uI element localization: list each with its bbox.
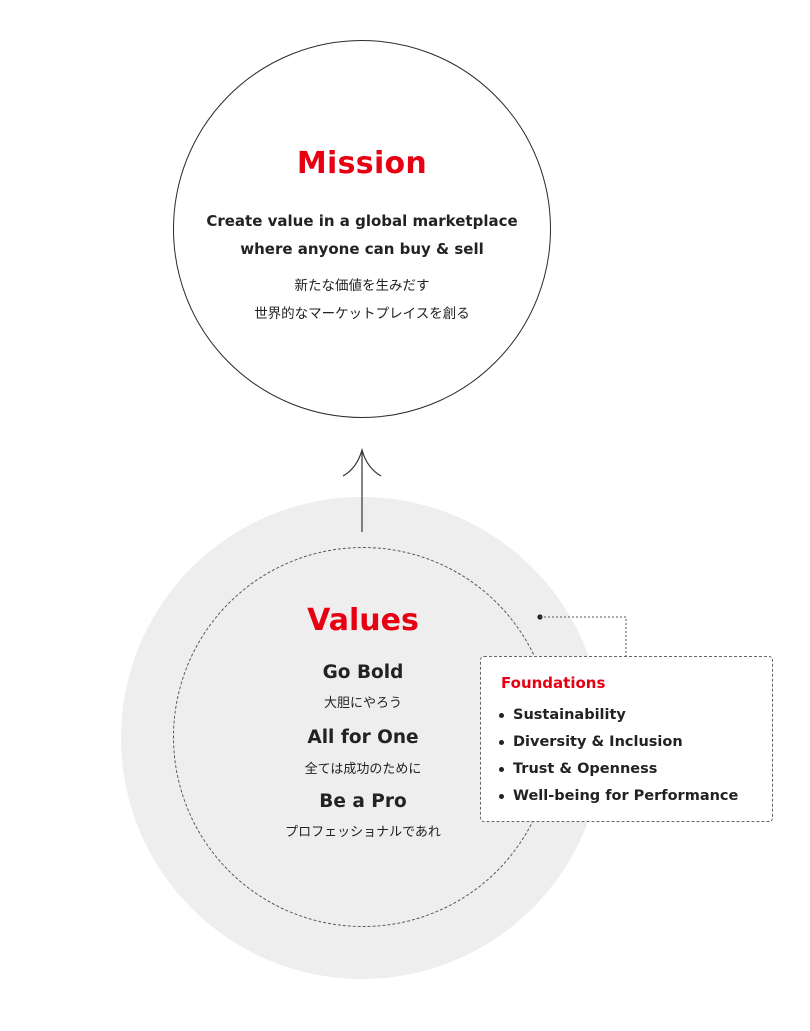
value-be-a-pro-ja: プロフェッショナルであれ — [285, 825, 441, 840]
mission-statement-ja: 新たな価値を生みだす 世界的なマーケットプレイスを創る — [173, 272, 551, 328]
bullet-icon — [499, 713, 504, 718]
list-item: Sustainability — [499, 702, 738, 729]
list-item: Trust & Openness — [499, 756, 738, 783]
up-arrow-icon — [342, 447, 382, 532]
mission-statement-en: Create value in a global marketplace whe… — [173, 207, 551, 263]
foundations-connector — [537, 614, 627, 656]
values-title: Values — [307, 603, 419, 638]
value-go-bold-ja: 大胆にやろう — [323, 696, 402, 711]
value-be-a-pro-en: Be a Pro — [319, 791, 407, 812]
list-item: Well-being for Performance — [499, 783, 738, 810]
foundations-title: Foundations — [501, 674, 606, 692]
mission-ja-line-2: 世界的なマーケットプレイスを創る — [254, 306, 470, 322]
bullet-icon — [499, 740, 504, 745]
foundation-diversity-inclusion: Diversity & Inclusion — [513, 734, 683, 750]
mission-circle — [173, 40, 551, 418]
foundation-sustainability: Sustainability — [513, 707, 626, 723]
value-all-for-one-en: All for One — [307, 727, 419, 748]
list-item: Diversity & Inclusion — [499, 729, 738, 756]
bullet-icon — [499, 794, 504, 799]
foundation-well-being: Well-being for Performance — [513, 788, 739, 804]
bullet-icon — [499, 767, 504, 772]
mission-title: Mission — [296, 146, 428, 181]
value-all-for-one-ja: 全ては成功のために — [304, 762, 422, 777]
foundations-list: Sustainability Diversity & Inclusion Tru… — [499, 702, 738, 810]
mission-en-line-2: where anyone can buy & sell — [240, 240, 484, 258]
foundation-trust-openness: Trust & Openness — [513, 761, 658, 777]
value-go-bold-en: Go Bold — [322, 662, 404, 683]
mission-ja-line-1: 新たな価値を生みだす — [294, 278, 430, 294]
mission-en-line-1: Create value in a global marketplace — [206, 212, 518, 230]
foundations-box — [480, 656, 773, 822]
